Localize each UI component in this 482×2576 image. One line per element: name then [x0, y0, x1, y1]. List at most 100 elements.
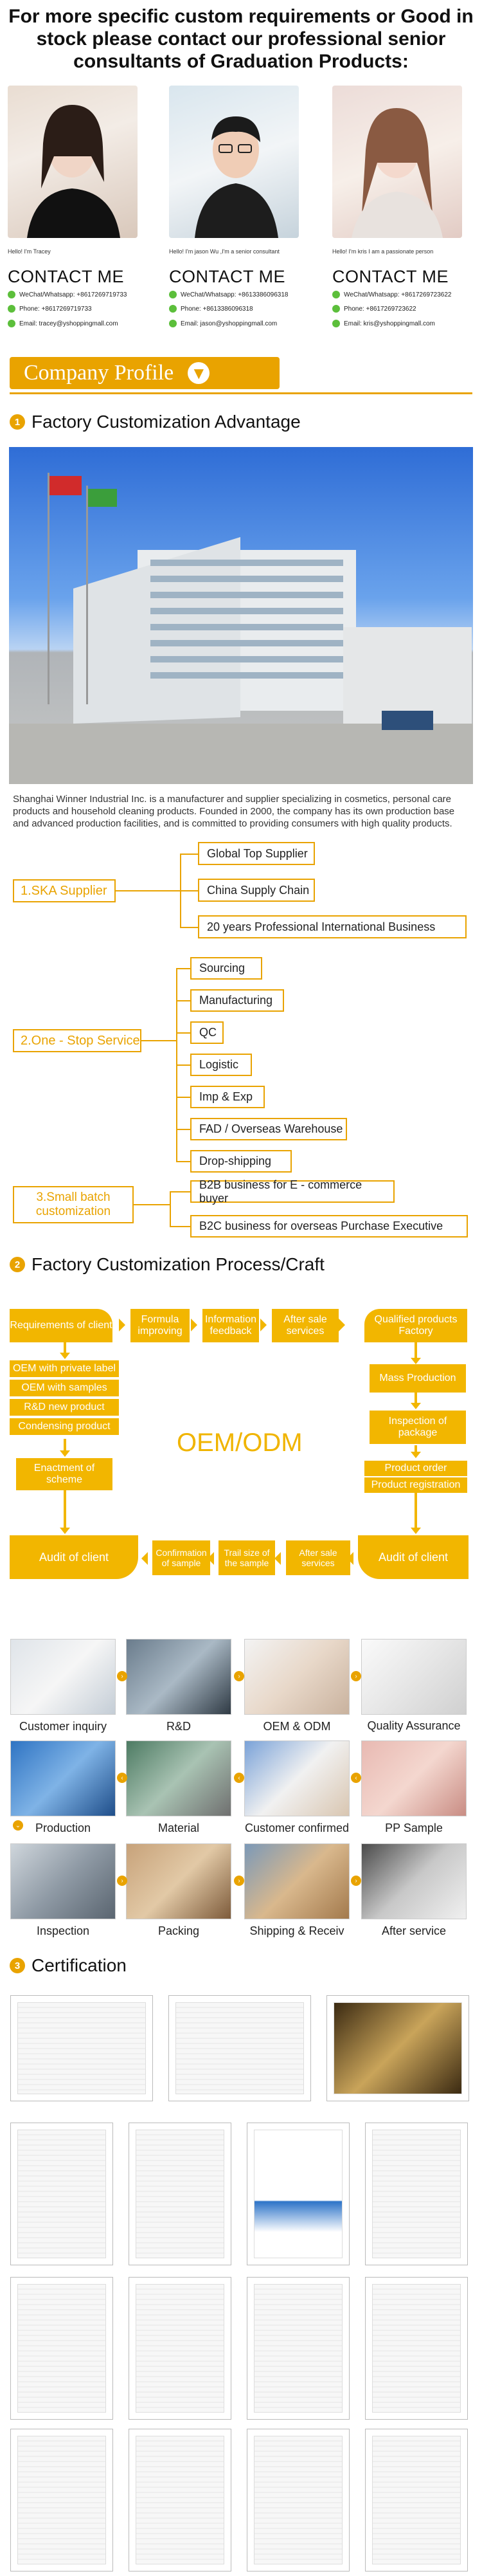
chevron-right-icon: ›	[234, 1671, 244, 1681]
email-icon	[8, 320, 15, 327]
certificate-image	[129, 2123, 231, 2265]
phone-text[interactable]: Phone: +8617269723622	[344, 305, 416, 313]
phone-icon	[332, 291, 340, 298]
process-step: After sale services	[272, 1309, 339, 1342]
gallery-photo	[361, 1843, 467, 1919]
gallery-photo	[244, 1843, 350, 1919]
phone-icon	[169, 305, 177, 313]
connector	[176, 968, 190, 969]
chevron-down-icon: ⌄	[13, 1820, 23, 1831]
consultant-photo-kris	[332, 86, 462, 238]
connector	[170, 1226, 190, 1227]
phone-text[interactable]: Phone: +8613386096318	[181, 305, 253, 313]
process-arrows	[60, 1319, 421, 1565]
factory-photo	[9, 447, 473, 784]
connector	[176, 1097, 190, 1098]
connector	[180, 927, 198, 928]
ska-item: 20 years Professional International Busi…	[198, 915, 467, 938]
contact-block-kris: CONTACT ME WeChat/Whatsapp: +86172697236…	[332, 267, 480, 327]
certificate-image	[129, 2429, 231, 2571]
process-step: Formula improving	[130, 1309, 190, 1342]
process-step: Enactment of scheme	[16, 1458, 112, 1490]
one-stop-item: Sourcing	[190, 957, 262, 980]
certificate-image	[247, 2123, 350, 2265]
connector	[176, 1000, 190, 1001]
gallery-photo	[361, 1740, 467, 1816]
consultant-caption: Hello! I'm Tracey	[8, 248, 51, 255]
section-title: Certification	[31, 1955, 127, 1975]
email-text[interactable]: Email: kris@yshoppingmall.com	[344, 320, 435, 327]
connector	[176, 1064, 190, 1066]
wechat-text[interactable]: WeChat/Whatsapp: +8613386096318	[181, 291, 289, 298]
process-step: Mass Production	[370, 1364, 466, 1393]
connector	[176, 1161, 190, 1162]
gallery-caption: After service	[381, 1924, 447, 1937]
process-step: Audit of client	[10, 1535, 138, 1579]
email-line: Email: tracey@yshoppingmall.com	[8, 320, 162, 327]
phone-text[interactable]: Phone: +8617269719733	[19, 305, 92, 313]
oem-odm-label: OEM/ODM	[177, 1429, 303, 1457]
divider	[10, 392, 472, 394]
certificate-image	[365, 2123, 468, 2265]
email-text[interactable]: Email: jason@yshoppingmall.com	[181, 320, 278, 327]
wechat-text[interactable]: WeChat/Whatsapp: +8617269723622	[344, 291, 452, 298]
email-icon	[169, 320, 177, 327]
certificate-image	[129, 2277, 231, 2420]
wechat-line: WeChat/Whatsapp: +8617269723622	[332, 291, 480, 298]
section-3-header: 3 Certification	[10, 1955, 127, 1976]
gallery-photo	[126, 1843, 231, 1919]
gallery-caption: Production	[35, 1822, 91, 1834]
process-step: Condensing product	[10, 1418, 119, 1435]
chevron-right-icon: ›	[117, 1671, 127, 1681]
consultant-photo-tracey	[8, 86, 138, 238]
process-step: Product registration	[364, 1477, 467, 1493]
contact-block-tracey: CONTACT ME WeChat/Whatsapp: +86172697197…	[8, 267, 162, 327]
small-batch-item: B2B business for E - commerce buyer	[190, 1178, 395, 1205]
one-stop-item: Imp & Exp	[190, 1086, 265, 1108]
process-step: Requirements of client	[10, 1309, 112, 1342]
chevron-down-icon[interactable]: ▼	[188, 362, 210, 384]
email-text[interactable]: Email: tracey@yshoppingmall.com	[19, 320, 118, 327]
certificate-image	[10, 2429, 113, 2571]
chevron-left-icon: ‹	[234, 1773, 244, 1783]
process-step: OEM with samples	[10, 1380, 119, 1396]
process-step: R&D new product	[10, 1399, 119, 1416]
phone-icon	[169, 291, 177, 298]
gallery-caption: Material	[157, 1822, 200, 1834]
contact-title: CONTACT ME	[332, 267, 449, 286]
label-ska-supplier: 1.SKA Supplier	[13, 879, 116, 902]
chevron-left-icon: ‹	[117, 1773, 127, 1783]
portrait-image	[352, 108, 443, 238]
headline: For more specific custom requirements or…	[8, 6, 474, 72]
gallery-caption: Quality Assurance	[367, 1719, 461, 1732]
gallery-caption: Packing	[157, 1924, 200, 1937]
connector	[134, 1204, 170, 1205]
ska-item: China Supply Chain	[198, 879, 315, 902]
gallery-caption: Inspection	[36, 1924, 90, 1937]
contact-title: CONTACT ME	[8, 267, 125, 286]
email-line: Email: kris@yshoppingmall.com	[332, 320, 480, 327]
connector	[170, 1191, 171, 1227]
process-step: Trail size of the sample	[219, 1540, 275, 1575]
gallery-caption: Customer inquiry	[19, 1720, 107, 1733]
chevron-right-icon: ›	[351, 1876, 361, 1886]
process-step: OEM with private label	[10, 1360, 119, 1377]
process-diagram: Requirements of client Formula improving…	[10, 1296, 472, 1618]
label-one-stop-service: 2.One - Stop Service	[13, 1029, 141, 1052]
process-step: Information feedback	[202, 1309, 259, 1342]
ska-item: Global Top Supplier	[198, 842, 315, 865]
phone-line: Phone: +8613386096318	[169, 305, 323, 313]
wechat-line: WeChat/Whatsapp: +8613386096318	[169, 291, 323, 298]
portrait-image	[27, 105, 120, 238]
wechat-line: WeChat/Whatsapp: +8617269719733	[8, 291, 162, 298]
process-step: Audit of client	[358, 1535, 469, 1579]
gallery-photo	[126, 1639, 231, 1715]
phone-icon	[332, 305, 340, 313]
portrait-image	[195, 116, 278, 238]
certificate-image	[365, 2277, 468, 2420]
certificate-image	[326, 1995, 469, 2101]
one-stop-item: Logistic	[190, 1054, 252, 1076]
label-small-batch: 3.Small batch customization	[13, 1186, 134, 1223]
wechat-text[interactable]: WeChat/Whatsapp: +8617269719733	[19, 291, 127, 298]
one-stop-item: Manufacturing	[190, 989, 284, 1012]
